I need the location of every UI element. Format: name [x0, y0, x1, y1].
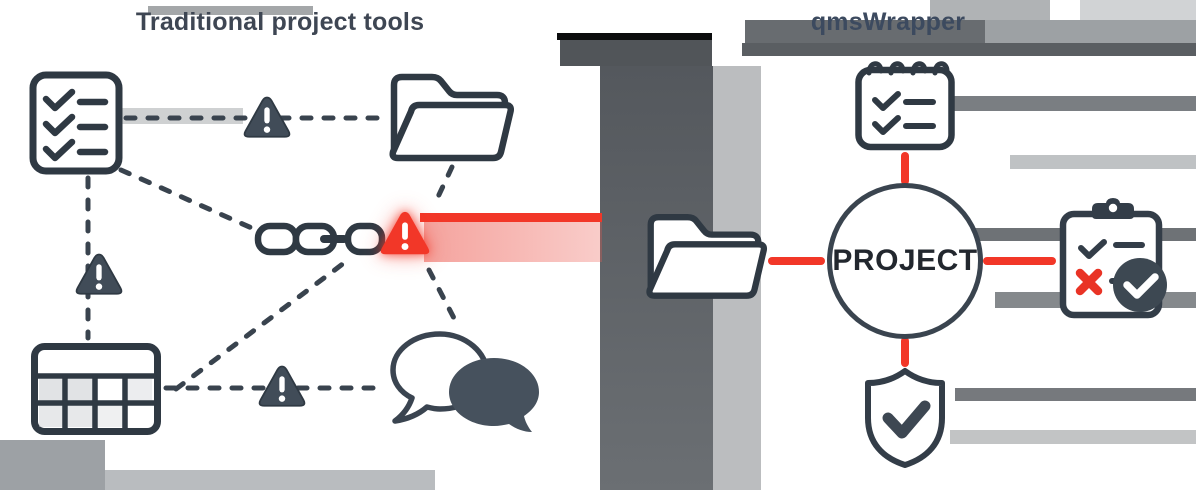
left-panel-title: Traditional project tools [135, 8, 425, 36]
folder-icon [389, 73, 514, 162]
shield-check-icon [865, 368, 945, 468]
chat-bubbles-icon [390, 331, 539, 432]
warning-triangle-icon [258, 365, 306, 407]
project-hub-circle: PROJECT [827, 183, 983, 339]
broken-chain-link-icon [254, 222, 386, 256]
clipboard-review-icon [1059, 198, 1167, 319]
calendar-grid-icon [31, 343, 161, 435]
notepad-checklist-icon [855, 61, 955, 151]
folder-icon [646, 214, 768, 299]
warning-triangle-icon [75, 253, 123, 295]
right-panel-title: qmsWrapper [810, 8, 966, 36]
checklist-icon [29, 71, 123, 175]
broken-link-alert-icon [380, 211, 430, 255]
project-hub-label: PROJECT [832, 244, 978, 277]
warning-triangle-icon [243, 96, 291, 138]
